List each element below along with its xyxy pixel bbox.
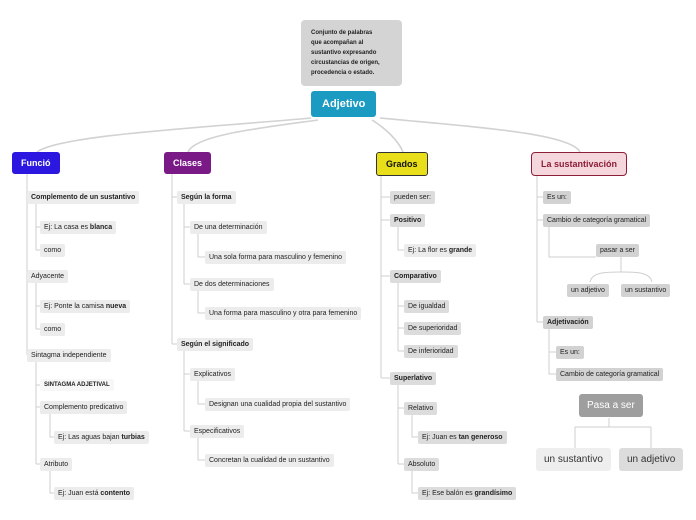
especificativos-desc[interactable]: Concretan la cualidad de un sustantivo bbox=[205, 454, 334, 467]
note-line: que acompañan al bbox=[311, 40, 364, 46]
pasar-a-ser[interactable]: pasar a ser bbox=[596, 244, 640, 257]
complemento-sustantivo[interactable]: Complemento de un sustantivo bbox=[27, 191, 140, 204]
de-igualdad[interactable]: De igualdad bbox=[404, 300, 450, 313]
un-adjetivo-small[interactable]: un adjetivo bbox=[567, 284, 609, 297]
es-un-1[interactable]: Es un: bbox=[543, 191, 571, 204]
note-line: sustantivo expresando bbox=[311, 50, 377, 56]
example-bold: contento bbox=[100, 490, 130, 497]
sintagma-adjetival[interactable]: SINTAGMA ADJETIVAL bbox=[40, 379, 114, 391]
cambio-categoria-1[interactable]: Cambio de categoría gramatical bbox=[543, 214, 651, 227]
example-bold: grandísimo bbox=[474, 490, 513, 497]
example-text: Ej: Ponte la camisa bbox=[44, 303, 106, 310]
absoluto[interactable]: Absoluto bbox=[404, 458, 440, 471]
example-text: Ej: Ese balón es bbox=[422, 490, 475, 497]
sustantivacion-topic[interactable]: La sustantivación bbox=[531, 152, 628, 176]
positivo[interactable]: Positivo bbox=[390, 214, 426, 227]
comparativo[interactable]: Comparativo bbox=[390, 270, 441, 283]
root-topic[interactable]: Adjetivo bbox=[311, 91, 377, 117]
pueden-ser[interactable]: pueden ser: bbox=[390, 191, 435, 204]
una-sola-forma[interactable]: Una sola forma para masculino y femenino bbox=[205, 251, 347, 264]
es-un-2[interactable]: Es un: bbox=[556, 346, 584, 359]
adyacente[interactable]: Adyacente bbox=[27, 270, 69, 283]
example-generoso[interactable]: Ej: Juan es tan generoso bbox=[418, 431, 507, 444]
sintagma-independiente[interactable]: Sintagma independiente bbox=[27, 349, 111, 362]
explicativos-desc[interactable]: Designan una cualidad propia del sustant… bbox=[205, 398, 351, 411]
superlativo[interactable]: Superlativo bbox=[390, 372, 437, 385]
example-text: Ej: Juan es bbox=[422, 434, 459, 441]
note-line: Conjunto de palabras bbox=[311, 30, 373, 36]
explicativos[interactable]: Explicativos bbox=[190, 368, 235, 381]
como-1[interactable]: como bbox=[40, 244, 66, 257]
example-casa[interactable]: Ej: La casa es blanca bbox=[40, 221, 117, 234]
como-2[interactable]: como bbox=[40, 323, 66, 336]
forma-masc-fem[interactable]: Una forma para masculino y otra para fem… bbox=[205, 307, 362, 320]
relativo[interactable]: Relativo bbox=[404, 402, 438, 415]
example-bold: grande bbox=[448, 247, 473, 254]
note-line: procedencia o estado. bbox=[311, 70, 375, 76]
example-juan[interactable]: Ej: Juan está contento bbox=[54, 487, 134, 500]
example-bold: nueva bbox=[105, 303, 127, 310]
example-aguas[interactable]: Ej: Las aguas bajan turbias bbox=[54, 431, 149, 444]
note-line: circustancias de origen, bbox=[311, 60, 380, 66]
example-bold: tan generoso bbox=[458, 434, 503, 441]
clases-topic[interactable]: Clases bbox=[164, 152, 212, 174]
de-superioridad[interactable]: De superioridad bbox=[404, 322, 462, 335]
example-bold: blanca bbox=[89, 224, 113, 231]
example-bold: turbias bbox=[121, 434, 145, 441]
example-text: Ej: Juan está bbox=[58, 490, 101, 497]
un-sustantivo-big[interactable]: un sustantivo bbox=[536, 448, 611, 471]
especificativos[interactable]: Especificativos bbox=[190, 425, 245, 438]
un-sustantivo-small[interactable]: un sustantivo bbox=[621, 284, 671, 297]
example-balon[interactable]: Ej: Ese balón es grandísimo bbox=[418, 487, 517, 500]
example-text: Ej: Las aguas bajan bbox=[58, 434, 122, 441]
segun-el-significado[interactable]: Según el significado bbox=[177, 338, 254, 351]
adjetivacion[interactable]: Adjetivación bbox=[543, 316, 593, 329]
definition-note: Conjunto de palabras que acompañan al su… bbox=[301, 20, 402, 86]
de-inferioridad[interactable]: De inferioridad bbox=[404, 345, 458, 358]
grados-topic[interactable]: Grados bbox=[376, 152, 428, 176]
una-determinacion[interactable]: De una determinación bbox=[190, 221, 267, 234]
segun-la-forma[interactable]: Según la forma bbox=[177, 191, 236, 204]
example-text: Ej: La casa es bbox=[44, 224, 90, 231]
atributo[interactable]: Atributo bbox=[40, 458, 73, 471]
example-flor[interactable]: Ej: La flor es grande bbox=[404, 244, 477, 257]
funcio-topic[interactable]: Funció bbox=[12, 152, 60, 174]
complemento-predicativo[interactable]: Complemento predicativo bbox=[40, 401, 128, 414]
dos-determinaciones[interactable]: De dos determinaciones bbox=[190, 278, 274, 291]
example-text: Ej: La flor es bbox=[408, 247, 449, 254]
cambio-categoria-2[interactable]: Cambio de categoría gramatical bbox=[556, 368, 664, 381]
example-camisa[interactable]: Ej: Ponte la camisa nueva bbox=[40, 300, 131, 313]
pasa-a-ser[interactable]: Pasa a ser bbox=[579, 394, 643, 417]
un-adjetivo-big[interactable]: un adjetivo bbox=[619, 448, 684, 471]
